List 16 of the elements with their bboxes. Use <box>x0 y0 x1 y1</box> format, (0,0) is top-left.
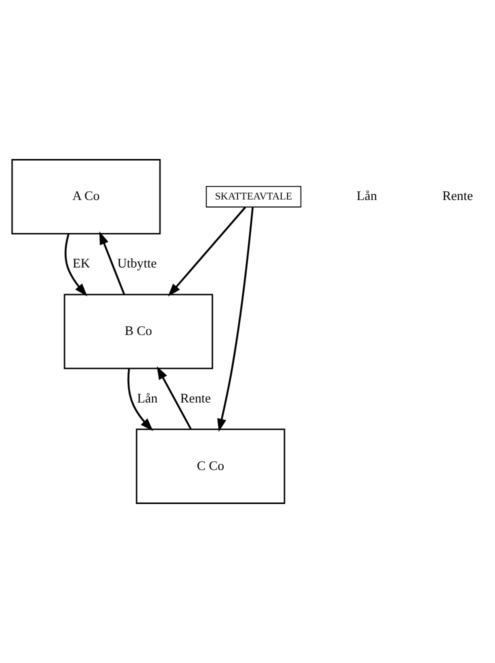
edge-label: EK <box>72 256 90 271</box>
node-box: C Co <box>136 428 286 504</box>
edge-label: Rente <box>180 390 211 406</box>
label: Rente <box>442 188 473 204</box>
arrow <box>168 206 246 297</box>
node-box: B Co <box>64 294 214 370</box>
node-box: SKATTEAVTALE <box>206 186 302 208</box>
arrow <box>217 207 254 432</box>
arrow <box>127 368 154 432</box>
arrow <box>99 231 126 295</box>
arrow <box>156 366 192 430</box>
arrow <box>64 234 88 296</box>
edge-label: Lån <box>137 390 158 406</box>
node-box: A Co <box>11 159 161 234</box>
edge-label: Utbytte <box>117 256 157 271</box>
label: Lån <box>356 188 378 204</box>
